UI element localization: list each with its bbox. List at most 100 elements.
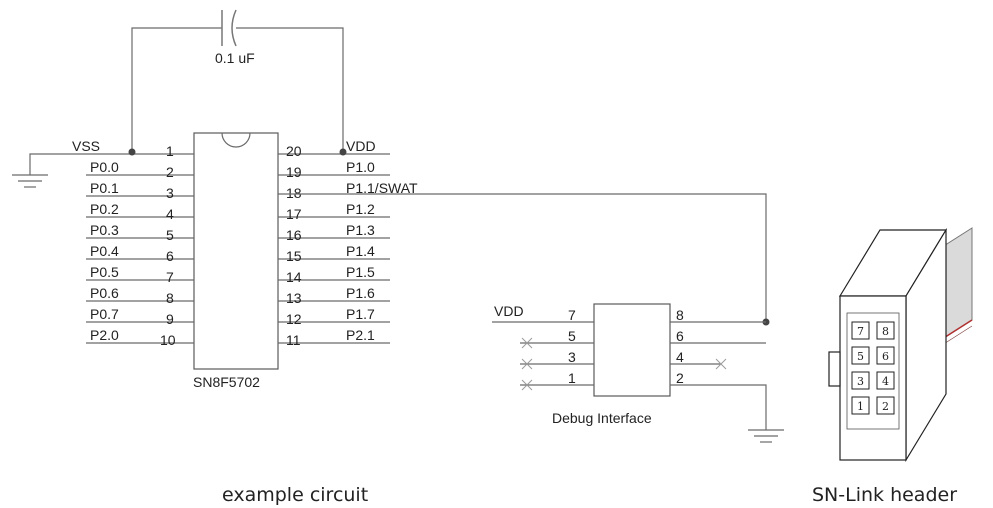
debug-pin-number: 4	[676, 349, 684, 365]
header-pin-number: 2	[882, 400, 889, 413]
chip-pin-label: P0.1	[90, 180, 119, 196]
chip-pin-label: P0.5	[90, 264, 119, 280]
header-pin-7: 7	[851, 321, 870, 340]
chip-pin-label: VSS	[72, 138, 100, 154]
debug-pin-number: 7	[568, 307, 576, 323]
nc-mark-pin-3	[521, 358, 533, 370]
chip-pin-label: P1.7	[346, 306, 375, 322]
chip-pin-6: P0.4 6	[86, 243, 194, 264]
chip-pin-number: 6	[166, 248, 174, 264]
chip-pin-number: 12	[286, 311, 302, 327]
debug-pin-number: 3	[568, 349, 576, 365]
chip-pin-number: 5	[166, 227, 174, 243]
chip-pin-number: 16	[286, 227, 302, 243]
chip-pin-9: P0.7 9	[86, 306, 194, 327]
junction-vdd	[339, 148, 347, 156]
chip-pin-label: P1.5	[346, 264, 375, 280]
chip-body: SN8F5702	[193, 132, 279, 390]
chip-pin-label: P1.0	[346, 159, 375, 175]
chip-pin-label: P2.0	[90, 327, 119, 343]
header-pin-1: 1	[851, 396, 870, 415]
chip-pin-15: 15 P1.4	[278, 243, 390, 264]
chip-pin-5: P0.3 5	[86, 222, 194, 243]
chip-pin-label: P0.2	[90, 201, 119, 217]
caption-sn-link-header: SN-Link header	[812, 484, 957, 506]
debug-pin-6: 6	[670, 328, 766, 344]
chip-pin-number: 10	[160, 332, 176, 348]
debug-pin-3: 3	[520, 349, 594, 365]
debug-pin-8: 8	[670, 307, 766, 323]
chip-pin-number: 20	[286, 143, 302, 159]
chip-pin-19: 19 P1.0	[278, 159, 390, 180]
chip-pin-label: P1.2	[346, 201, 375, 217]
debug-pin-2: 2	[676, 370, 684, 386]
nc-mark-pin-1	[521, 379, 533, 391]
chip-pin-label: P0.3	[90, 222, 119, 238]
chip-pin-number: 3	[166, 185, 174, 201]
ground-symbol-right	[670, 384, 784, 443]
chip-pin-number: 15	[286, 248, 302, 264]
debug-pin-number: 2	[676, 370, 684, 386]
debug-pin-7: 7	[568, 307, 576, 323]
chip-pin-label: P0.7	[90, 306, 119, 322]
header-pin-6: 6	[876, 346, 895, 365]
chip-pin-label: P0.6	[90, 285, 119, 301]
debug-pin-number: 8	[676, 307, 684, 323]
chip-pin-number: 19	[286, 164, 302, 180]
chip-pin-1: VSS 1	[72, 138, 194, 159]
sn-link-header	[828, 227, 973, 463]
debug-title: Debug Interface	[552, 410, 652, 426]
debug-interface: Debug Interface VDD	[492, 303, 671, 426]
chip-pin-number: 13	[286, 290, 302, 306]
header-pin-number: 3	[857, 375, 864, 388]
header-pin-number: 4	[882, 375, 889, 388]
chip-pin-label: P0.0	[90, 159, 119, 175]
chip-pin-number: 1	[166, 143, 174, 159]
chip-pin-label: P1.4	[346, 243, 375, 259]
header-pin-number: 6	[882, 350, 889, 363]
nc-mark-pin-5	[521, 337, 533, 349]
header-pin-number: 5	[857, 350, 864, 363]
chip-pin-label: P0.4	[90, 243, 119, 259]
chip-pin-number: 8	[166, 290, 174, 306]
debug-pin-number: 1	[568, 370, 576, 386]
ground-symbol-left	[12, 153, 132, 188]
debug-pin-5: 5	[520, 328, 594, 344]
header-pin-number: 1	[857, 400, 864, 413]
chip-pin-3: P0.1 3	[86, 180, 194, 201]
header-pin-number: 8	[882, 325, 889, 338]
junction-vss	[128, 148, 136, 156]
chip-pin-number: 9	[166, 311, 174, 327]
nc-mark-pin-4	[715, 358, 727, 370]
debug-left-pins: 7 5 3 1	[520, 307, 594, 386]
debug-pin-number: 5	[568, 328, 576, 344]
header-pin-4: 4	[876, 371, 895, 390]
chip-pin-8: P0.6 8	[86, 285, 194, 306]
chip-pin-12: 12 P1.7	[278, 306, 390, 327]
chip-name: SN8F5702	[193, 374, 260, 390]
debug-pin-1: 1	[520, 370, 594, 386]
chip-pin-label: P2.1	[346, 327, 375, 343]
chip-pin-14: 14 P1.5	[278, 264, 390, 285]
caption-example-circuit: example circuit	[222, 484, 368, 506]
debug-pin-number: 6	[676, 328, 684, 344]
debug-vdd-label: VDD	[494, 303, 524, 319]
header-pin-5: 5	[851, 346, 870, 365]
header-pin-2: 2	[876, 396, 895, 415]
chip-pin-13: 13 P1.6	[278, 285, 390, 306]
chip-pin-label: P1.6	[346, 285, 375, 301]
chip-pin-label: P1.3	[346, 222, 375, 238]
debug-right-pins: 8 6 4 2	[670, 307, 766, 386]
capacitor-value: 0.1 uF	[215, 50, 255, 66]
chip-pin-number: 14	[286, 269, 302, 285]
chip-pin-label: P1.1/SWAT	[346, 180, 418, 196]
header-pin-8: 8	[876, 321, 895, 340]
chip-pin-10: P2.0 10	[86, 327, 194, 348]
header-pin-3: 3	[851, 371, 870, 390]
